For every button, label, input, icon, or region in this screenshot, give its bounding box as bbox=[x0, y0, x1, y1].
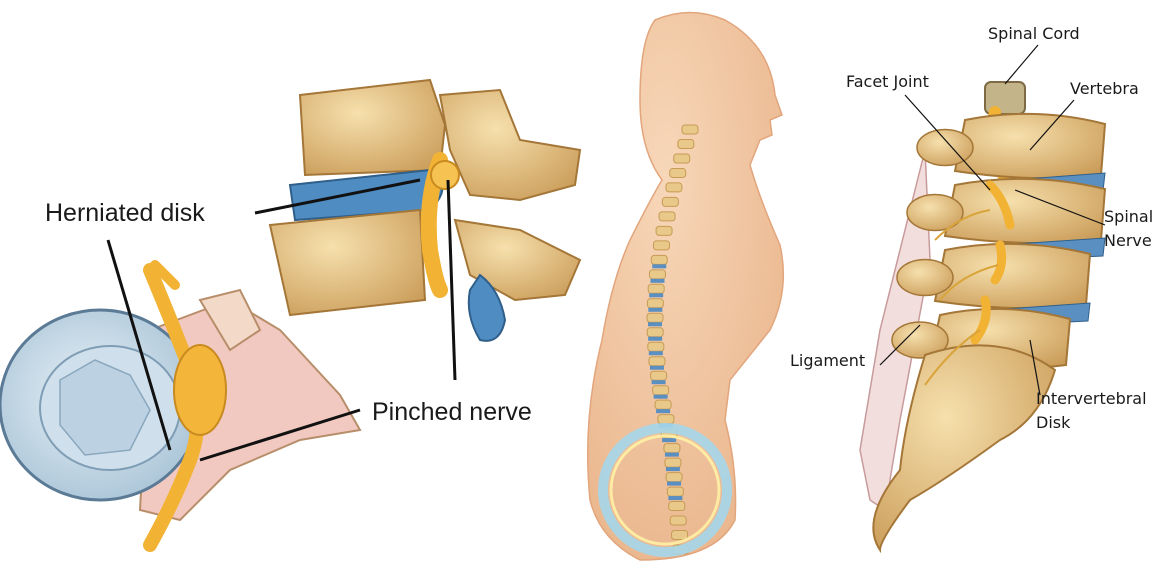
facet-joint-label: Facet Joint bbox=[846, 73, 929, 91]
spine-disk-shape bbox=[667, 482, 681, 486]
torso-silhouette-shape bbox=[588, 13, 784, 561]
spine-disk-shape bbox=[652, 380, 666, 384]
spine-vertebra-shape bbox=[653, 241, 669, 250]
upper-vertebral-body-shape bbox=[300, 80, 445, 175]
spine-vertebra-shape bbox=[656, 226, 672, 235]
upper-facet-shape bbox=[440, 90, 580, 200]
spine-disk-shape bbox=[649, 293, 663, 297]
intervertebral-disk-label-line2: Disk bbox=[1036, 414, 1070, 432]
spinal-cord-label: Spinal Cord bbox=[988, 25, 1080, 43]
spine-disk-shape bbox=[648, 337, 662, 341]
spine-disk-shape bbox=[666, 467, 680, 471]
herniated-disk-label: Herniated disk bbox=[45, 200, 205, 228]
nerve-ganglion-shape bbox=[174, 345, 226, 435]
vertebrae-side-view-illustration bbox=[270, 80, 580, 341]
facet-shape bbox=[897, 260, 953, 296]
spine-vertebra-shape bbox=[678, 139, 694, 148]
intervertebral-disk-label-line1: Intervertebral bbox=[1036, 390, 1147, 408]
spine-vertebra-shape bbox=[647, 328, 663, 337]
spine-disk-shape bbox=[652, 264, 666, 268]
human-torso-illustration bbox=[588, 13, 784, 561]
spine-vertebra-shape bbox=[651, 255, 667, 264]
spine-vertebra-shape bbox=[674, 154, 690, 163]
spine-vertebra-shape bbox=[649, 357, 665, 366]
facet-shape bbox=[917, 130, 973, 166]
spine-vertebra-shape bbox=[648, 342, 664, 351]
spine-vertebra-shape bbox=[672, 531, 688, 540]
spine-disk-shape bbox=[648, 322, 662, 326]
spine-vertebra-shape bbox=[647, 299, 663, 308]
spine-disk-shape bbox=[656, 409, 670, 413]
lumbar-vertebra-shape bbox=[955, 114, 1105, 178]
lumbar-spine-illustration bbox=[860, 82, 1105, 550]
spine-disk-shape bbox=[649, 351, 663, 355]
spine-vertebra-shape bbox=[655, 400, 671, 409]
spine-disk-shape bbox=[650, 279, 664, 283]
spine-disk-shape bbox=[648, 308, 662, 312]
vertebra-label: Vertebra bbox=[1070, 80, 1139, 98]
spine-vertebra-shape bbox=[670, 168, 686, 177]
spinal-nerve-label-line1: Spinal bbox=[1104, 208, 1153, 226]
spine-vertebra-shape bbox=[651, 371, 667, 380]
spine-vertebra-shape bbox=[667, 487, 683, 496]
spine-vertebra-shape bbox=[670, 516, 686, 525]
spine-vertebra-shape bbox=[658, 415, 674, 424]
spine-vertebra-shape bbox=[665, 458, 681, 467]
spine-vertebra-shape bbox=[659, 212, 675, 221]
spine-vertebra-shape bbox=[649, 270, 665, 279]
spine-vertebra-shape bbox=[653, 386, 669, 395]
spine-vertebra-shape bbox=[664, 444, 680, 453]
lumbar-vertebra-shape bbox=[935, 244, 1090, 308]
lumbar-vertebra-shape bbox=[945, 179, 1105, 243]
spine-vertebra-shape bbox=[682, 125, 698, 134]
pinched-nerve-label: Pinched nerve bbox=[372, 399, 532, 427]
spine-disk-shape bbox=[665, 453, 679, 457]
ligament-label: Ligament bbox=[790, 352, 865, 370]
spine-disk-shape bbox=[662, 438, 676, 442]
spine-vertebra-shape bbox=[647, 313, 663, 322]
spine-vertebra-shape bbox=[669, 502, 685, 511]
spine-disk-shape bbox=[654, 395, 668, 399]
spine-vertebra-shape bbox=[648, 284, 664, 293]
spinal-nerve-label-line2: Nerve bbox=[1104, 232, 1152, 250]
lower-vertebral-body-shape bbox=[270, 210, 425, 315]
spine-vertebra-shape bbox=[666, 473, 682, 482]
spine-disk-shape bbox=[668, 496, 682, 500]
spine-vertebra-shape bbox=[666, 183, 682, 192]
spine-disk-shape bbox=[650, 366, 664, 370]
spine-vertebra-shape bbox=[662, 197, 678, 206]
